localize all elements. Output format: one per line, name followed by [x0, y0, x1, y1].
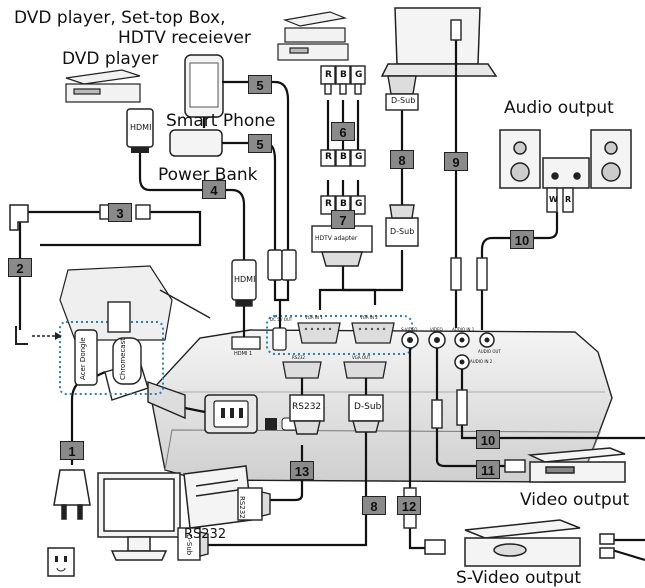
audio-w-label: W [549, 195, 558, 204]
audio-r-label: R [565, 195, 572, 204]
rgb-g-low: G [355, 199, 363, 209]
power-socket [204, 394, 258, 434]
rs232-plug [237, 487, 271, 521]
port-audio-in1-label: AUDIO IN 1 [452, 327, 475, 332]
rgb-g-mid: G [355, 152, 363, 162]
port-vga2-label: VGA IN 2 [360, 315, 378, 320]
smart-phone-label: Smart Phone [166, 111, 276, 131]
rs232-small-label: RS232 [238, 496, 246, 519]
hdmi-plug-top-label: HDMI [130, 123, 152, 132]
rs232-device-label: RS232 [184, 527, 227, 542]
cable-number-12: 12 [397, 496, 421, 515]
kensington-lock-icon [265, 417, 299, 431]
cable-number-8b: 8 [362, 496, 386, 515]
cable-number-5b: 5 [248, 134, 272, 153]
audio-speakers [499, 129, 632, 189]
dvd-stb-hdtv-label-line1: DVD player, Set-top Box, [14, 8, 226, 28]
video-output-device [527, 447, 626, 483]
dvd-settop-hdtv-device [277, 11, 349, 61]
port-rs232-label: RS232 [292, 355, 305, 360]
rs232-port [282, 361, 322, 379]
hdmi-port [231, 336, 261, 350]
svideo-output-label: S-Video output [456, 568, 582, 588]
rgb-g-top: G [355, 70, 363, 80]
cable-number-6: 6 [331, 122, 355, 141]
cable-number-10a: 10 [510, 230, 534, 249]
cable-number-3: 3 [108, 203, 132, 222]
cable-number-11: 11 [476, 460, 500, 479]
port-svideo-label: S-VIDEO [401, 327, 418, 332]
dsub-bottom-plug [177, 527, 209, 561]
hdmi-plug-top [126, 108, 154, 153]
port-video-label: VIDEO [430, 327, 443, 332]
rs232-plug-label: RS232 [292, 402, 322, 412]
power-bank-label: Power Bank [158, 165, 258, 185]
port-audio-out-label: AUDIO OUT [478, 349, 501, 354]
dsub-laptop-top-label: D-Sub [391, 96, 416, 105]
hdmi-plug-bottom-label: HDMI [234, 275, 256, 284]
dongle-ports-highlight [266, 315, 413, 355]
rgb-b-low: B [340, 199, 347, 209]
rgb-b-top: B [340, 70, 347, 80]
audio-ports [454, 332, 495, 370]
port-dc5v-label: DC 5V OUT [270, 317, 293, 322]
cable-number-8a: 8 [390, 150, 414, 169]
chromecast-label: Chromecast [119, 338, 127, 380]
monitor-device [97, 472, 181, 561]
usb-plug-left [9, 204, 29, 231]
cable-number-5a: 5 [248, 75, 272, 94]
hdtv-adapter-label: HDTV adapter [315, 235, 358, 242]
dongle-zoom-area [15, 265, 211, 395]
vga-out-port [343, 361, 387, 379]
rgb-r-top: R [325, 70, 332, 80]
rgb-b-mid: B [340, 152, 347, 162]
cable-number-7: 7 [331, 210, 355, 229]
usb-port [272, 327, 287, 351]
cable-number-13: 13 [290, 461, 314, 480]
port-hdmi1-label: HDMI 1 [234, 351, 253, 357]
smart-phone-device [184, 54, 224, 118]
dsub-vgaout-label: D-Sub [354, 402, 382, 412]
dvd-stb-hdtv-label-line2: HDTV receiever [118, 28, 251, 48]
video-output-label: Video output [520, 490, 630, 510]
acer-dongle-label: Acer Dongle [79, 337, 87, 380]
connector-plugs [99, 19, 574, 529]
cable-number-4: 4 [202, 180, 226, 199]
cable-number-9: 9 [444, 152, 468, 171]
dsub-small-label: D-Sub [185, 534, 193, 556]
port-vga1-label: VGA IN 1 [305, 315, 323, 320]
wall-plug [53, 469, 91, 520]
vga-in-ports [297, 322, 395, 344]
port-audio-in2-label: AUDIO IN 2 [470, 359, 493, 364]
dvd-player-label: DVD player [62, 49, 159, 69]
cable-number-2: 2 [8, 258, 32, 277]
power-outlet-icon [47, 547, 75, 577]
dvd-player-device [65, 69, 141, 103]
rgb-r-mid: R [325, 152, 332, 162]
audio-output-label: Audio output [504, 98, 614, 118]
svideo-output-device [424, 519, 615, 567]
cable-number-1: 1 [60, 441, 84, 460]
rgb-r-low: R [325, 199, 332, 209]
port-vgaout-label: VGA OUT [352, 355, 371, 360]
laptop-device [380, 7, 498, 77]
cable-number-10b: 10 [476, 430, 500, 449]
power-bank-device [169, 129, 223, 157]
dsub-laptop-bottom-label: D-Sub [390, 227, 415, 236]
